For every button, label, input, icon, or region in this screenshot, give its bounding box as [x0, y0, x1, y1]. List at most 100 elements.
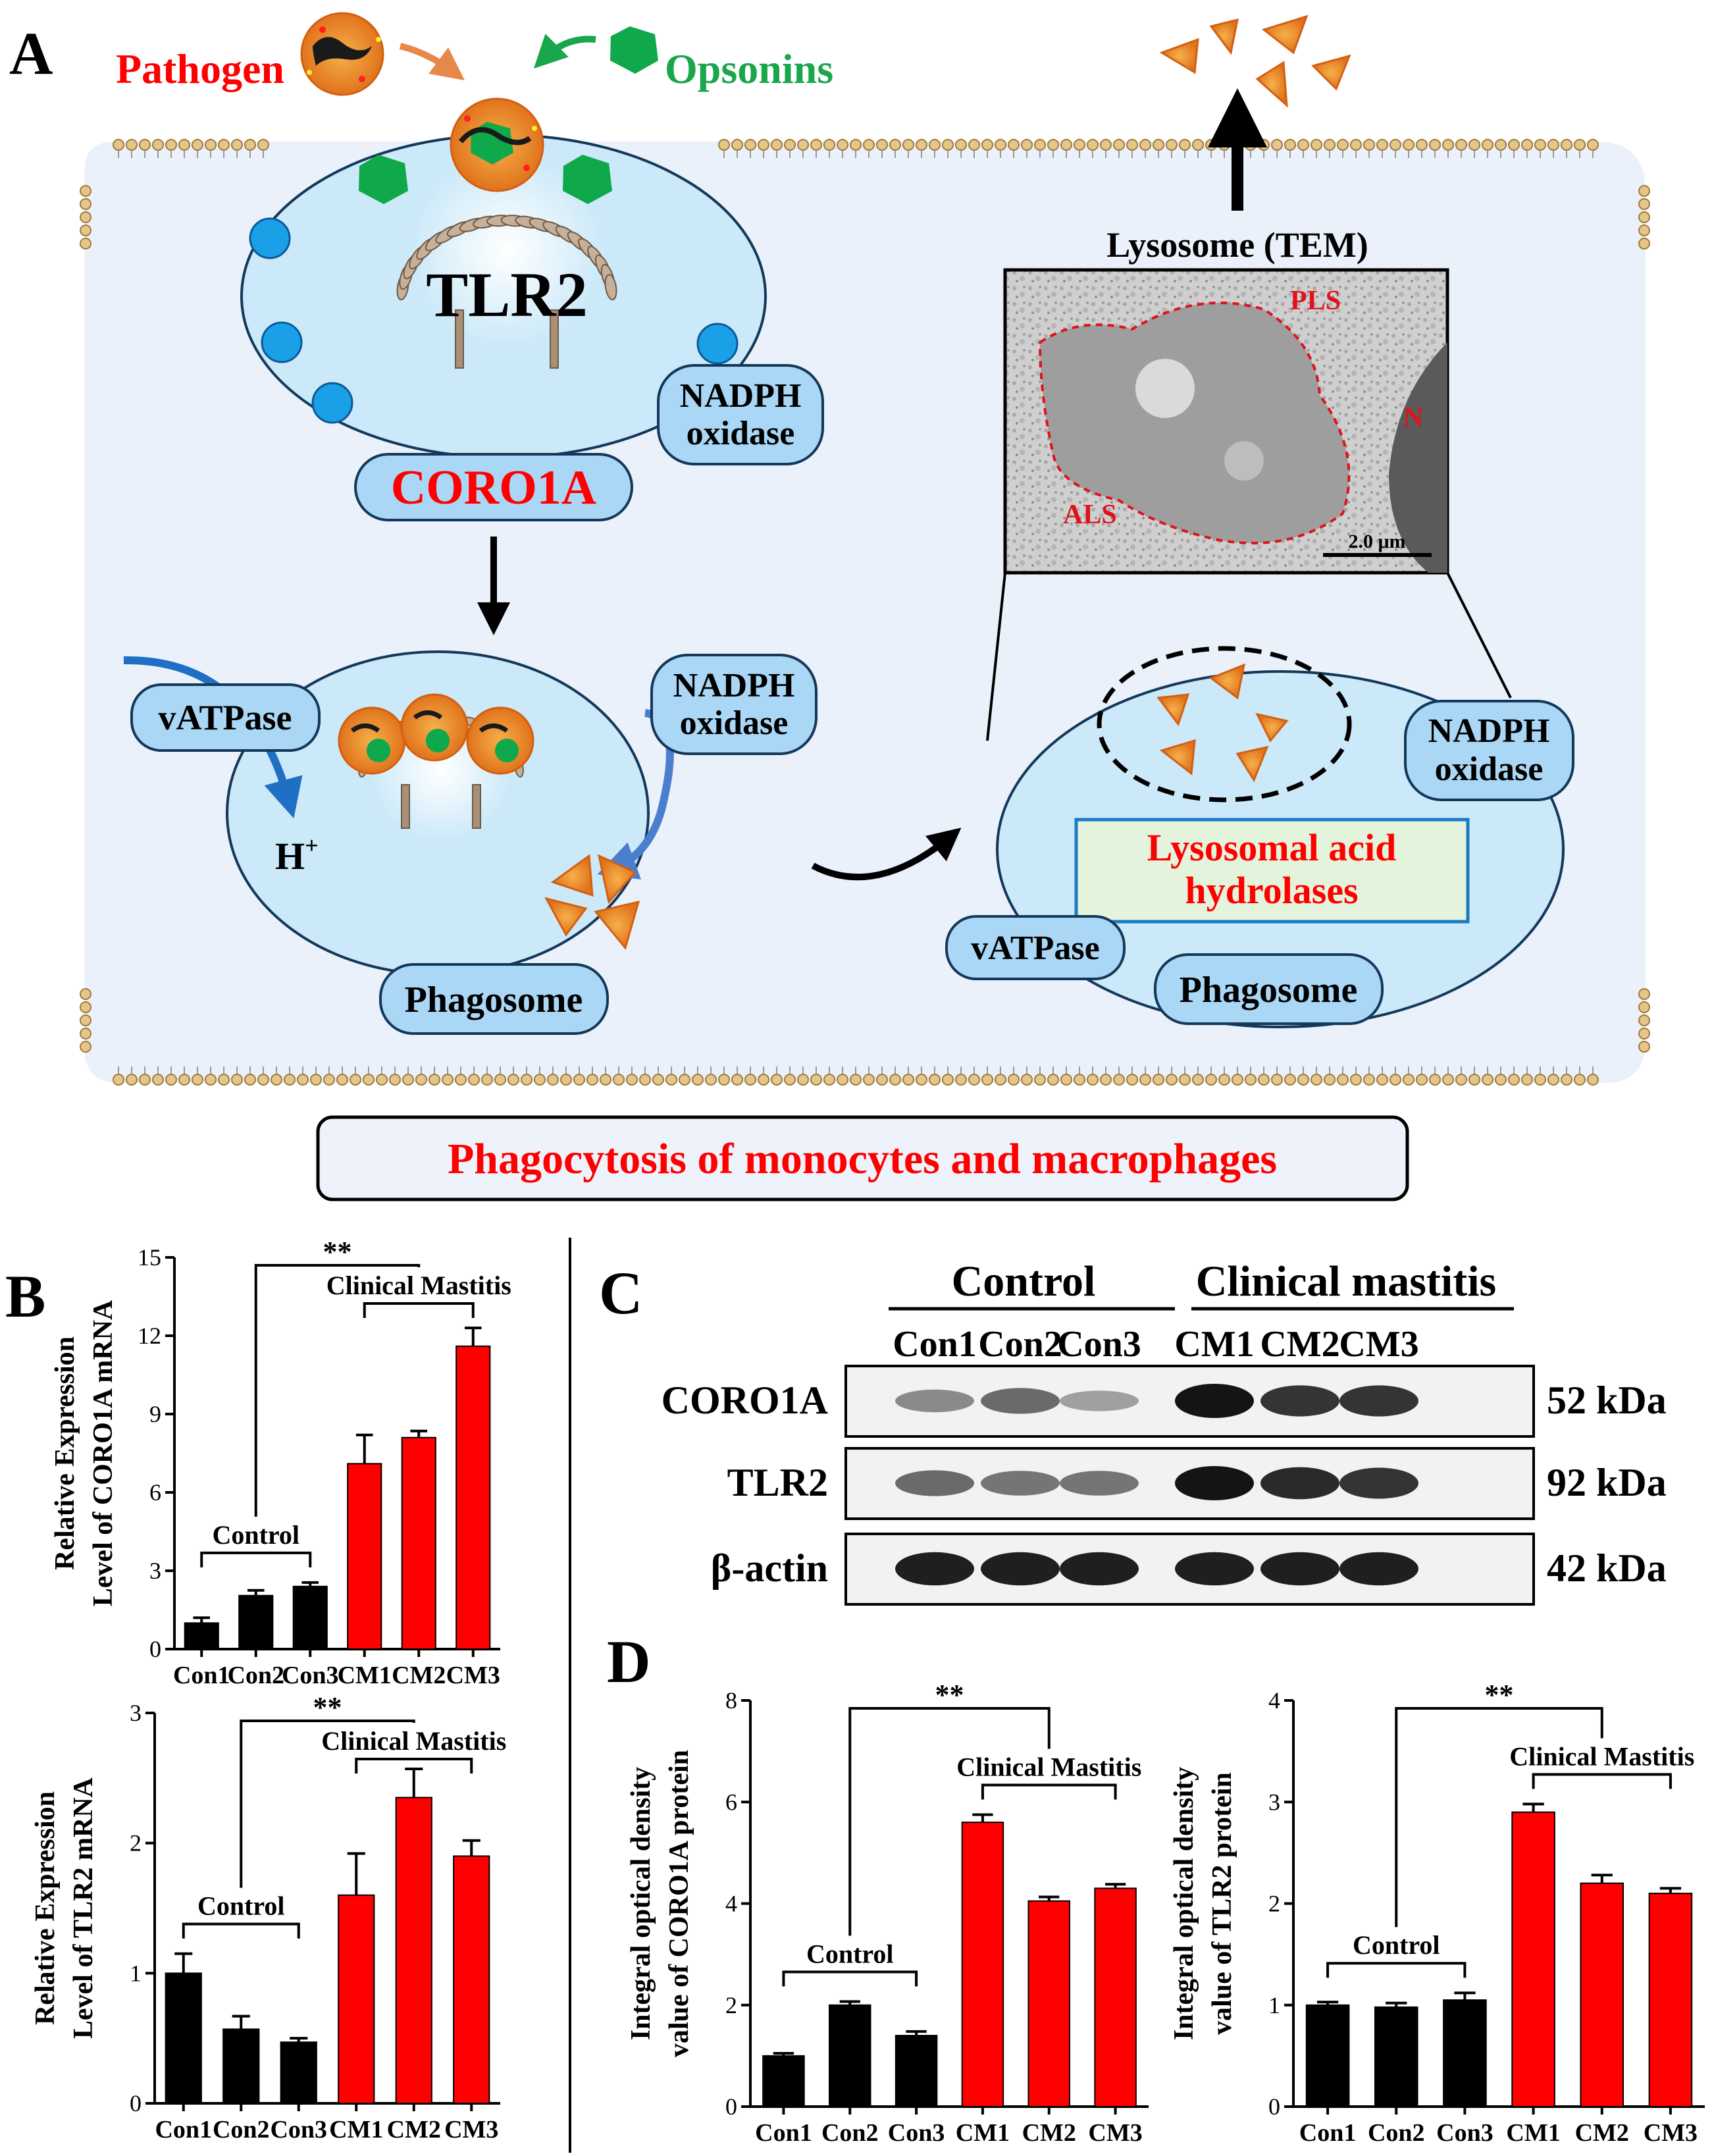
lipid-head: [80, 224, 91, 236]
y-tick-label: 2: [130, 1830, 142, 1856]
oxidase-label: oxidase: [680, 704, 789, 742]
bar: [1648, 1893, 1693, 2107]
lipid-head: [600, 1074, 611, 1086]
lipid-head: [468, 1074, 480, 1086]
y-tick-label: 9: [149, 1401, 161, 1427]
lipid-head: [1363, 1074, 1375, 1086]
y-tick-label: 4: [1268, 1687, 1280, 1714]
x-tick-label: Con1: [155, 2116, 212, 2143]
lipid-head: [1258, 1074, 1270, 1086]
bar: [338, 1894, 375, 2105]
lipid-head: [1442, 1074, 1454, 1086]
lipid-head: [165, 1074, 177, 1086]
y-tick-label: 1: [1268, 1992, 1280, 2018]
significance-label: **: [313, 1691, 342, 1723]
y-tick-label: 12: [138, 1323, 161, 1349]
panel-c-letter: C: [599, 1259, 642, 1327]
y-axis-label: Integral optical density: [626, 1767, 656, 2040]
lipid-head: [1126, 139, 1138, 151]
lysosome-dashed: [1097, 646, 1352, 802]
lipid-head: [1638, 211, 1650, 223]
vatpase-pill-left: [130, 683, 321, 752]
y-tick-label: 0: [725, 2093, 737, 2120]
blot-band: [1260, 1552, 1339, 1586]
x-tick-label: Con3: [888, 2119, 945, 2147]
blot-size-label: 42 kDa: [1547, 1546, 1667, 1590]
blot-band: [981, 1471, 1060, 1496]
lipid-head: [744, 139, 756, 151]
y-axis-label: Relative Expression: [50, 1336, 80, 1570]
lipid-head: [784, 1074, 796, 1086]
blot-band: [895, 1552, 974, 1586]
lipid-head: [968, 139, 980, 151]
x-tick-label: CM2: [392, 1662, 446, 1689]
lipid-head: [1534, 139, 1546, 151]
y-tick-label: 2: [725, 1992, 737, 2018]
tlr2-receptor-icon: [396, 215, 617, 369]
mastitis-group-bracket: [355, 1758, 473, 1774]
lipid-head: [1297, 1074, 1309, 1086]
lipid-head: [1034, 139, 1046, 151]
lipid-head: [1508, 1074, 1520, 1086]
lipid-head: [1561, 139, 1572, 151]
phagosome-label: Phagosome: [405, 980, 583, 1020]
lipid-head: [771, 1074, 783, 1086]
panel-a: A Pathogen Opsonins TLR2: [9, 12, 1650, 1201]
nadph-label: NADPH: [673, 667, 795, 704]
lipid-head: [1429, 139, 1441, 151]
y-axis-label: Level of TLR2 mRNA: [68, 1777, 99, 2039]
bar: [1305, 2004, 1350, 2107]
lipid-head: [1021, 1074, 1033, 1086]
lipid-head: [810, 1074, 822, 1086]
released-fragments-icon: [1159, 14, 1351, 108]
pathogen-icon: [300, 12, 384, 96]
x-tick-label: Con2: [821, 2119, 879, 2147]
vatpase-label: vATPase: [971, 930, 1099, 967]
lipid-head: [705, 1074, 717, 1086]
lipid-head: [80, 211, 91, 223]
lipid-head: [402, 1074, 414, 1086]
control-group-label: Control: [1353, 1930, 1440, 1960]
blot-band: [1339, 1467, 1418, 1499]
y-tick-label: 4: [725, 1891, 737, 1917]
x-tick-label: Con3: [1436, 2119, 1493, 2147]
lipid-head: [1521, 1074, 1533, 1086]
lipid-head: [284, 1074, 296, 1086]
lipid-head: [1638, 185, 1650, 197]
lipid-head: [1284, 1074, 1296, 1086]
y-tick-label: 1: [130, 1960, 142, 1986]
hydrolases-line1: Lysosomal acid: [1147, 826, 1397, 869]
lipid-head: [363, 1074, 375, 1086]
lipid-head: [731, 139, 743, 151]
opsonin-icon-left: [359, 155, 408, 204]
lipid-head: [1179, 1074, 1191, 1086]
lipid-head: [231, 1074, 243, 1086]
tem-scale-label: 2.0 μm: [1349, 531, 1406, 552]
blot-band: [1060, 1390, 1139, 1411]
lipid-head: [481, 1074, 493, 1086]
lipid-head: [165, 139, 177, 151]
lipid-head: [981, 1074, 993, 1086]
lipid-head: [231, 139, 243, 151]
lipid-head: [1113, 139, 1125, 151]
lipid-head: [797, 1074, 809, 1086]
lipid-head: [257, 1074, 269, 1086]
y-tick-label: 8: [725, 1687, 737, 1714]
x-tick-label: CM1: [1506, 2119, 1560, 2147]
mastitis-group-label: Clinical Mastitis: [321, 1726, 506, 1756]
lipid-head: [1350, 139, 1362, 151]
opsonin-icon-right: [563, 155, 612, 204]
significance-label: **: [323, 1236, 352, 1268]
bar: [222, 2028, 260, 2105]
lipid-head: [80, 1028, 91, 1039]
lipid-head: [916, 1074, 927, 1086]
lipid-head: [205, 139, 217, 151]
lipid-head: [1271, 1074, 1283, 1086]
lipid-head: [428, 1074, 440, 1086]
lipid-head: [1508, 139, 1520, 151]
blot-group-control: Control: [952, 1257, 1096, 1305]
lipid-head: [889, 139, 901, 151]
nadph-label: NADPH: [1428, 712, 1550, 750]
